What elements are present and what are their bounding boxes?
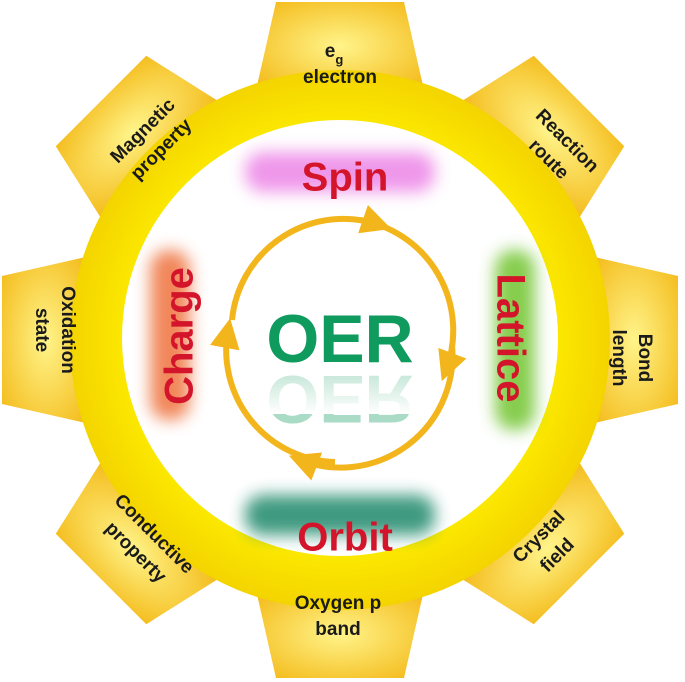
cycle-arc-left [210, 318, 336, 465]
inner-label-spin: Spin [302, 156, 389, 200]
center-label: OER [266, 301, 413, 377]
tooth-label-line: Oxidation [57, 286, 78, 374]
gear-tooth-shape [55, 55, 223, 223]
gear-tooth-shape [590, 256, 678, 424]
gear-tooth-shape [256, 2, 424, 90]
center-oer: OER OER [250, 301, 430, 437]
tooth-label-line: Oxygen p [295, 593, 382, 614]
gear-inner-disc [122, 120, 558, 556]
gear-tooth-shape [457, 457, 625, 625]
cycle-arrows [210, 204, 467, 481]
gear-tooth-shape [457, 55, 625, 223]
gear-tooth-magnetic [55, 55, 223, 223]
gear-tooth-oxygen [256, 590, 424, 678]
glow-charge [150, 250, 190, 420]
tooth-label-line: Bond [634, 334, 655, 383]
cycle-arc-right [359, 217, 467, 382]
gear-tooth-shape [55, 457, 223, 625]
gear-tooth-eg [256, 2, 424, 90]
tooth-label-line: state [31, 308, 52, 352]
glow-spin [245, 152, 435, 192]
label-glows [150, 152, 535, 535]
glow-lattice [495, 250, 535, 430]
inner-label-orbit: Orbit [297, 516, 393, 560]
cycle-arc-bottom [288, 344, 456, 481]
gear-tooth-oxidation [2, 256, 90, 424]
gear-tooth-bond [590, 256, 678, 424]
cycle-arc-top [229, 204, 392, 321]
gear-tooth-crystal [457, 457, 625, 625]
tooth-label-line: electron [303, 67, 377, 88]
glow-orbit [245, 495, 435, 535]
tooth-label-oxygen: Oxygen p band [295, 593, 382, 640]
tooth-label-line: length [608, 330, 629, 387]
gear-tooth-shape [2, 256, 90, 424]
gear-tooth-shape [256, 590, 424, 678]
gear-tooth-reaction [457, 55, 625, 223]
gear-tooth-conductive [55, 457, 223, 625]
inner-label-lattice: Lattice [488, 274, 532, 403]
tooth-label-line: band [315, 619, 360, 640]
inner-label-charge: Charge [158, 267, 202, 405]
gear-teeth [2, 2, 678, 678]
